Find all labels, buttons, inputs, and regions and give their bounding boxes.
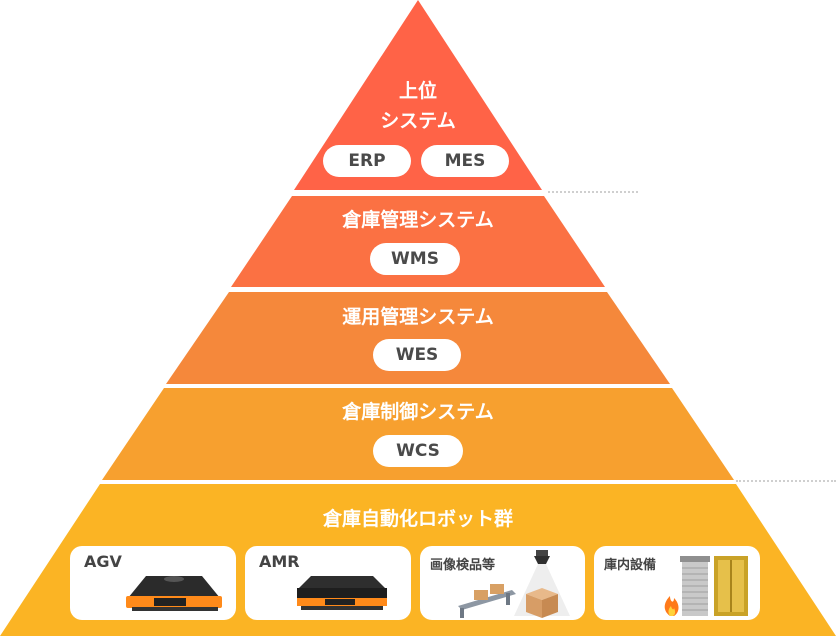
card-label: 画像検品等 <box>430 558 496 573</box>
layer-title: 上位 <box>398 80 437 102</box>
tag-wcs: WCS <box>373 435 463 467</box>
amr-robot-icon <box>297 576 387 610</box>
tag-mes: MES <box>421 145 509 177</box>
robot-card-amr: AMR <box>245 546 411 620</box>
card-label: AGV <box>84 552 122 571</box>
layer-title: 倉庫管理システム <box>342 209 494 231</box>
tag-wes: WES <box>373 339 461 371</box>
card-label: AMR <box>259 552 300 571</box>
agv-robot-icon <box>126 576 222 611</box>
layer-title: 倉庫自動化ロボット群 <box>322 508 513 530</box>
layer-upper-system-band <box>294 0 542 190</box>
card-label: 庫内設備 <box>604 558 657 573</box>
dotted-guide-line <box>548 191 638 193</box>
layer-title: 倉庫制御システム <box>342 401 494 423</box>
robot-card-facility: 庫内設備 <box>594 546 760 620</box>
tag-wms: WMS <box>370 243 460 275</box>
robot-card-agv: AGV <box>70 546 236 620</box>
layer-title: システム <box>380 110 456 132</box>
robot-card-inspection: 画像検品等 <box>420 546 585 620</box>
tag-erp: ERP <box>323 145 411 177</box>
inspection-camera-icon <box>458 550 570 618</box>
layer-wes-band <box>166 292 670 384</box>
layer-title: 運用管理システム <box>342 306 494 328</box>
shutter-fire-door-icon <box>664 556 748 616</box>
dotted-guide-line <box>736 480 836 482</box>
layer-wcs-band <box>102 388 734 480</box>
layer-wms-band <box>231 196 605 287</box>
